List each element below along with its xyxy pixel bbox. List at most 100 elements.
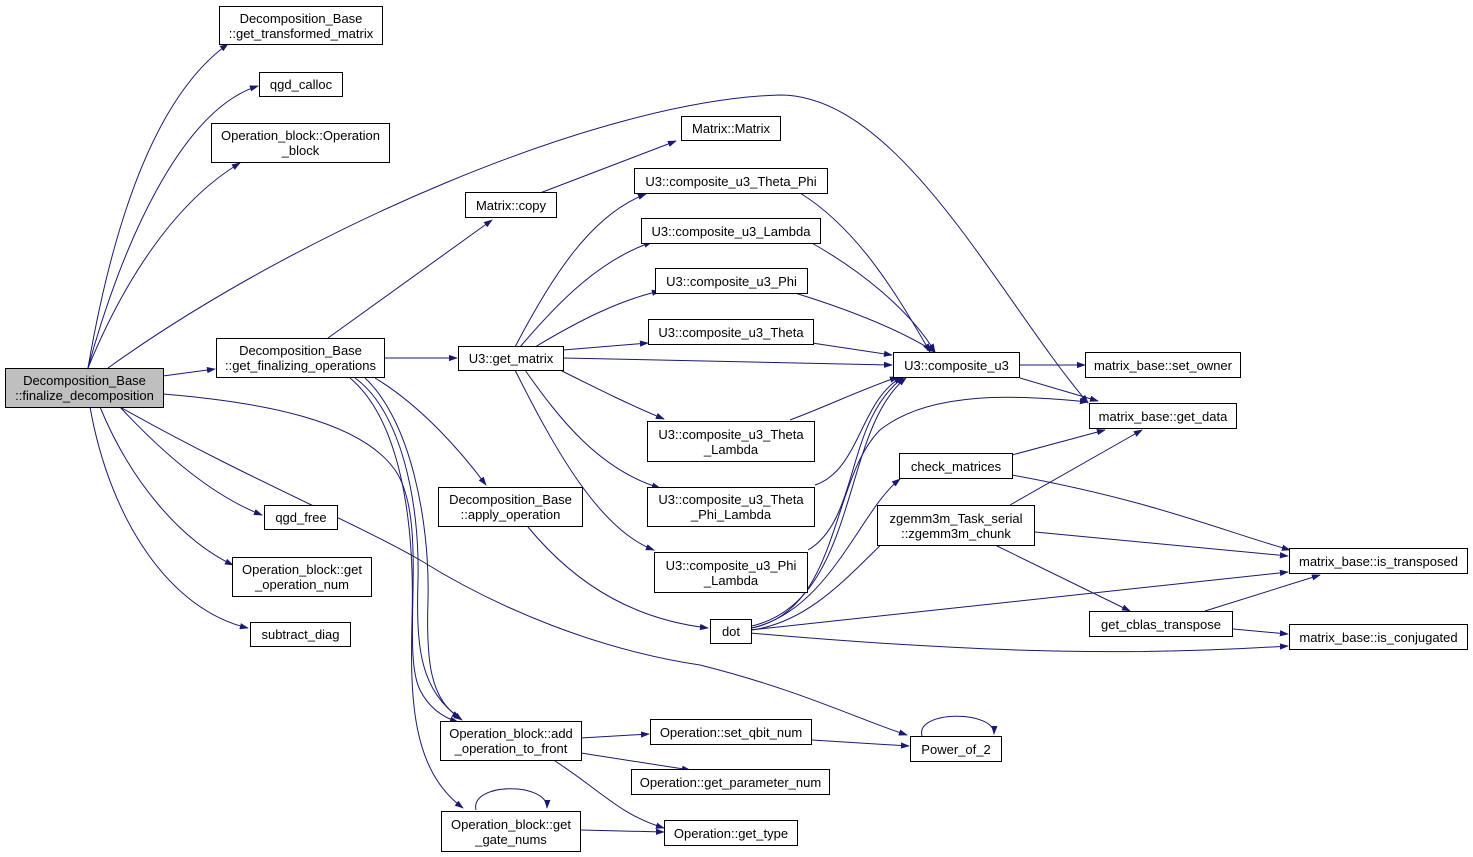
node-composite-u3[interactable]: U3::composite_u3	[893, 352, 1020, 378]
edge-theta-phi-composite	[799, 192, 931, 353]
edge-addfront-get-type	[554, 760, 665, 829]
node-matrix-copy[interactable]: Matrix::copy	[465, 192, 557, 218]
edge-finalizing-matrix-copy	[327, 219, 493, 339]
node-label: Operation_block::add	[449, 726, 573, 741]
edge-gatenums-self-loop	[475, 788, 551, 811]
node-get-type[interactable]: Operation::get_type	[664, 820, 798, 846]
node-set-qbit-num[interactable]: Operation::set_qbit_num	[650, 719, 812, 745]
edge-finalize-qgd-calloc	[87, 85, 259, 369]
node-composite-u3-theta-phi-lambda[interactable]: U3::composite_u3_Theta _Phi_Lambda	[647, 487, 815, 527]
edge-theta-phi-lambda-composite	[814, 376, 903, 486]
edge-finalizing-get-gate-nums	[349, 377, 464, 809]
edge-dot-check-matrices	[751, 478, 901, 629]
node-get-data[interactable]: matrix_base::get_data	[1089, 403, 1237, 429]
node-composite-u3-phi-lambda[interactable]: U3::composite_u3_Phi _Lambda	[654, 552, 808, 593]
node-label: Decomposition_Base	[23, 373, 146, 388]
node-get-parameter-num[interactable]: Operation::get_parameter_num	[631, 769, 830, 795]
node-label: zgemm3m_Task_serial	[889, 510, 1023, 526]
edge-getmatrix-theta-phi	[514, 193, 647, 348]
node-apply-operation[interactable]: Decomposition_Base ::apply_operation	[438, 487, 583, 527]
edge-getmatrix-lambda	[519, 241, 653, 348]
edge-cblas-is-transposed	[1204, 574, 1321, 612]
node-label: U3::composite_u3_Lambda	[651, 223, 811, 239]
node-subtract-diag[interactable]: subtract_diag	[250, 622, 351, 647]
edge-zgemm-cblas	[994, 544, 1131, 612]
edge-finalizing-apply-operation	[374, 377, 487, 486]
edge-theta-lambda-composite	[789, 376, 899, 421]
node-qgd-calloc[interactable]: qgd_calloc	[259, 72, 343, 97]
node-label: Operation::get_parameter_num	[639, 774, 822, 790]
edge-check-get-data	[1011, 429, 1106, 456]
edge-getmatrix-theta	[562, 340, 649, 351]
edge-getmatrix-phi	[534, 289, 661, 348]
node-get-finalizing-operations[interactable]: Decomposition_Base ::get_finalizing_oper…	[216, 338, 385, 378]
node-label: Decomposition_Base	[239, 343, 362, 358]
node-is-transposed[interactable]: matrix_base::is_transposed	[1289, 548, 1468, 574]
edge-setqbit-power	[811, 739, 910, 749]
node-label: U3::composite_u3_Theta	[658, 426, 804, 442]
node-composite-u3-lambda[interactable]: U3::composite_u3_Lambda	[641, 218, 821, 244]
node-label: U3::composite_u3_Theta	[658, 492, 804, 507]
edge-finalize-add-op-front	[162, 393, 459, 723]
node-composite-u3-theta-phi[interactable]: U3::composite_u3_Theta_Phi	[634, 168, 828, 194]
node-composite-u3-theta-lambda[interactable]: U3::composite_u3_Theta _Lambda	[647, 421, 815, 462]
node-label: U3::composite_u3	[904, 357, 1009, 373]
node-label: _Lambda	[703, 441, 759, 457]
node-operation-block-ctor[interactable]: Operation_block::Operation _block	[211, 123, 390, 163]
node-label: U3::get_matrix	[468, 351, 554, 366]
node-label: U3::composite_u3_Theta	[658, 324, 804, 340]
node-check-matrices[interactable]: check_matrices	[899, 453, 1013, 479]
node-label: qgd_calloc	[269, 77, 333, 92]
node-dot[interactable]: dot	[710, 619, 752, 644]
node-label: _block	[281, 143, 320, 158]
node-label: Operation::get_type	[673, 825, 789, 841]
node-composite-u3-theta[interactable]: U3::composite_u3_Theta	[648, 319, 814, 345]
node-power-of-2[interactable]: Power_of_2	[910, 736, 1002, 762]
node-label: Matrix::Matrix	[692, 121, 770, 136]
edge-dot-composite	[751, 377, 907, 627]
edge-theta-composite	[811, 342, 893, 357]
node-set-owner[interactable]: matrix_base::set_owner	[1085, 352, 1241, 378]
node-get-transformed-matrix[interactable]: Decomposition_Base ::get_transformed_mat…	[219, 6, 383, 45]
node-get-operation-num[interactable]: Operation_block::get _operation_num	[232, 557, 372, 597]
node-label: matrix_base::is_transposed	[1299, 553, 1458, 569]
edge-getmatrix-theta-lambda	[559, 369, 665, 420]
node-zgemm3m-chunk[interactable]: zgemm3m_Task_serial ::zgemm3m_chunk	[877, 505, 1035, 546]
edge-cblas-is-conjugated	[1232, 628, 1289, 637]
node-add-operation-to-front[interactable]: Operation_block::add _operation_to_front	[440, 721, 582, 761]
node-get-gate-nums[interactable]: Operation_block::get _gate_nums	[441, 811, 581, 852]
node-qgd-free[interactable]: qgd_free	[264, 505, 338, 530]
node-label: qgd_free	[275, 510, 327, 525]
node-label: ::finalize_decomposition	[15, 388, 154, 403]
edge-getmatrix-phi-lambda	[514, 369, 655, 551]
node-label: matrix_base::set_owner	[1093, 357, 1232, 373]
node-label: Power_of_2	[921, 741, 991, 757]
node-label: matrix_base::get_data	[1098, 408, 1228, 424]
node-label: ::zgemm3m_chunk	[901, 525, 1011, 541]
edge-finalize-get-transformed-matrix	[87, 43, 229, 369]
edge-check-is-transposed	[1011, 474, 1291, 551]
node-u3-get-matrix[interactable]: U3::get_matrix	[458, 346, 564, 371]
node-is-conjugated[interactable]: matrix_base::is_conjugated	[1289, 624, 1468, 650]
node-composite-u3-phi[interactable]: U3::composite_u3_Phi	[655, 268, 808, 294]
edge-addfront-set-qbit	[580, 731, 650, 739]
node-label: U3::composite_u3_Phi	[666, 273, 797, 289]
node-label: ::get_transformed_matrix	[228, 25, 374, 41]
node-label: Operation::set_qbit_num	[659, 724, 803, 740]
node-get-cblas-transpose[interactable]: get_cblas_transpose	[1089, 611, 1233, 637]
node-label: U3::composite_u3_Phi	[665, 557, 797, 573]
edge-dot-is-transposed	[749, 569, 1289, 631]
edge-finalize-power-of-2	[119, 406, 908, 736]
edge-addfront-get-parameter	[580, 752, 691, 772]
node-label: ::apply_operation	[460, 507, 561, 522]
node-label: Operation_block::get	[242, 562, 362, 577]
edge-composite-get-data	[1019, 377, 1099, 402]
node-matrix-ctor[interactable]: Matrix::Matrix	[681, 116, 781, 141]
edge-gatenums-get-type	[580, 828, 665, 835]
edge-copy-matrix-ctor	[539, 140, 677, 194]
edge-lambda-composite	[809, 241, 936, 353]
node-label: Operation_block::get	[451, 816, 571, 832]
edge-getmatrix-theta-phi-lambda	[524, 369, 661, 489]
node-label: _operation_to_front	[454, 741, 568, 756]
